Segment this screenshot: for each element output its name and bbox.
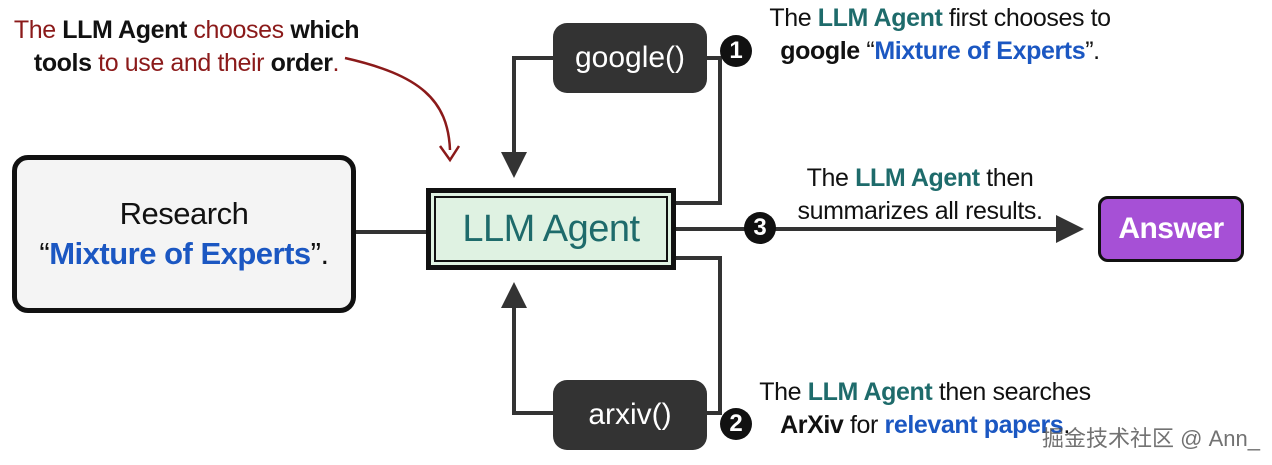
note-which-term: which <box>290 16 360 44</box>
caption-text: first chooses to <box>942 4 1111 32</box>
google-tool-box: google() <box>553 23 707 93</box>
caption-papers-term: relevant papers <box>884 411 1064 439</box>
note-text: chooses <box>186 16 291 44</box>
research-topic-line: “Mixture of Experts”. <box>39 234 329 274</box>
note-order-term: order <box>270 49 333 77</box>
answer-label: Answer <box>1118 212 1224 245</box>
summary-step-caption: The LLM Agent then summarizes all result… <box>780 162 1060 228</box>
google-caption-line-1: The LLM Agent first chooses to <box>760 2 1120 35</box>
arxiv-to-agent-arrowhead <box>501 282 527 308</box>
arxiv-tool-box: arxiv() <box>553 380 707 450</box>
google-tool-label: google() <box>574 41 686 74</box>
arxiv-step-caption: The LLM Agent then searches ArXiv for re… <box>745 376 1105 442</box>
caption-text: “ <box>859 37 875 65</box>
note-agent-term: LLM Agent <box>62 16 187 44</box>
google-to-agent-arrowhead <box>501 152 527 178</box>
caption-text: then <box>979 164 1034 192</box>
watermark: 掘金技术社区 @ Ann_ <box>1042 426 1260 451</box>
google-to-agent-connector <box>512 56 555 152</box>
arxiv-caption-line-2: ArXiv for relevant papers. <box>745 409 1105 442</box>
research-box: Research “Mixture of Experts”. <box>12 155 356 313</box>
agent-to-google-connector <box>676 56 722 205</box>
caption-google-term: google <box>780 37 860 65</box>
agent-to-answer-arrowhead <box>1056 215 1084 243</box>
caption-text: The <box>759 378 808 406</box>
caption-text: for <box>843 411 885 439</box>
research-topic: Mixture of Experts <box>49 236 311 271</box>
agent-note: The LLM Agent chooses which tools to use… <box>4 14 369 80</box>
agent-note-line-1: The LLM Agent chooses which <box>4 14 369 47</box>
note-curved-arrow <box>344 56 452 151</box>
arxiv-to-agent-connector <box>512 308 555 415</box>
caption-text: The <box>769 4 818 32</box>
note-arrowhead <box>438 145 461 163</box>
caption-agent-term: LLM Agent <box>855 164 980 192</box>
note-text: to use and their <box>91 49 271 77</box>
agent-to-arxiv-connector <box>676 256 722 415</box>
caption-text: The <box>806 164 856 192</box>
research-label: Research <box>119 196 249 231</box>
caption-text: ”. <box>1085 37 1100 65</box>
caption-text: . <box>1063 411 1070 439</box>
arxiv-caption-line-1: The LLM Agent then searches <box>745 376 1105 409</box>
answer-box: Answer <box>1098 196 1244 262</box>
caption-arxiv-term: ArXiv <box>780 411 844 439</box>
step-2-badge: 2 <box>720 408 752 440</box>
step-3-badge: 3 <box>744 212 776 244</box>
caption-agent-term: LLM Agent <box>817 4 943 32</box>
summary-caption-line-2: summarizes all results. <box>797 197 1043 225</box>
summary-caption-line-1: The LLM Agent then <box>780 162 1060 195</box>
arxiv-tool-label: arxiv() <box>588 398 672 431</box>
open-quote: “ <box>39 236 50 271</box>
caption-agent-term: LLM Agent <box>807 378 933 406</box>
note-text: . <box>332 49 340 77</box>
google-caption-line-2: google “Mixture of Experts”. <box>760 35 1120 68</box>
note-tools-term: tools <box>33 49 92 77</box>
llm-agent-label: LLM Agent <box>462 207 640 250</box>
step-1-badge: 1 <box>720 35 752 67</box>
caption-text: then searches <box>932 378 1091 406</box>
llm-agent-box: LLM Agent <box>426 188 676 270</box>
caption-topic-term: Mixture of Experts <box>874 37 1086 65</box>
agent-note-line-2: tools to use and their order. <box>4 47 369 80</box>
close-quote: ”. <box>310 236 329 271</box>
google-step-caption: The LLM Agent first chooses to google “M… <box>760 2 1120 68</box>
note-text: The <box>13 16 63 44</box>
